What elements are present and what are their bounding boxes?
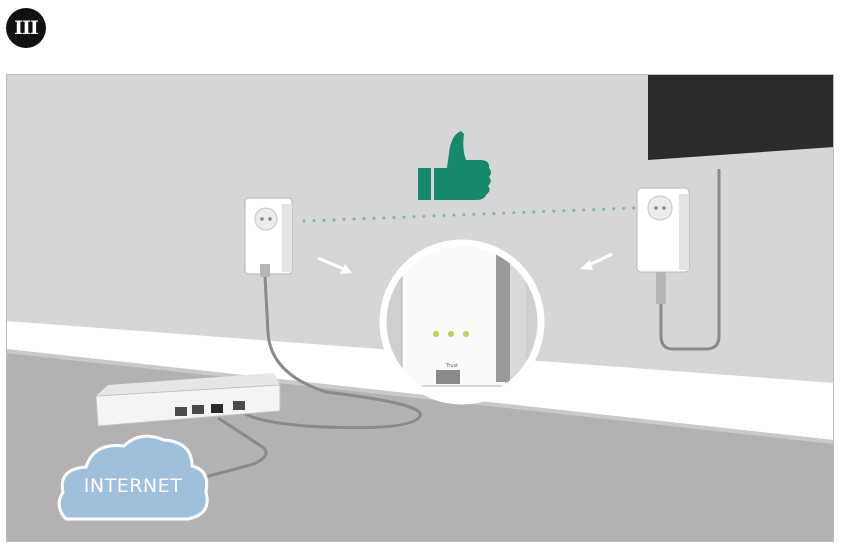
- thumbs-up-icon: [418, 131, 491, 200]
- status-led: [433, 331, 439, 337]
- powerline-setup-illustration: INTERNET Trust: [6, 74, 834, 542]
- arrow-icon: [317, 256, 352, 274]
- status-led: [448, 331, 454, 337]
- step-number-badge: III: [6, 8, 46, 48]
- brand-label: Trust: [445, 363, 458, 369]
- status-led: [463, 331, 469, 337]
- internet-label: INTERNET: [84, 475, 182, 497]
- powerline-adapter-right: [636, 187, 690, 304]
- adapter-zoom-circle: Trust: [379, 239, 545, 405]
- powerline-adapter-left: [244, 197, 293, 277]
- internet-cloud-icon: INTERNET: [57, 434, 209, 521]
- router-icon: [95, 373, 281, 427]
- tv-screen: [648, 74, 834, 160]
- arrow-icon: [580, 252, 613, 270]
- socket-outlet: [254, 207, 278, 231]
- socket-outlet: [647, 195, 673, 221]
